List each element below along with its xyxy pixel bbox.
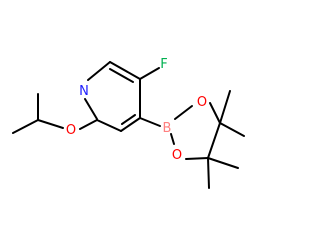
atom-b: B [163, 121, 172, 136]
bond-c3-c4-inner [121, 114, 136, 125]
bond-c5-f [139, 67, 160, 80]
bond-c-me4 [207, 157, 210, 189]
bond-n-c2 [84, 98, 98, 120]
atom-o-boronate-lower: O [172, 148, 182, 163]
bond-c2-o [79, 119, 98, 130]
molecule-structure: F N O B O O [12, 57, 245, 189]
atom-f: F [160, 57, 167, 72]
bond-c-me3 [207, 157, 239, 169]
atom-labels: F N O B O O [66, 57, 207, 163]
bond-c5-c6 [109, 61, 141, 80]
atom-o-ether: O [66, 123, 76, 138]
bond-b-o1 [174, 105, 193, 120]
bonds [12, 61, 245, 189]
bond-c5-c6-inner [109, 68, 134, 83]
bond-c-me2 [219, 122, 245, 137]
bond-c3-c4 [120, 117, 141, 132]
bond-c2-c3 [96, 119, 122, 132]
bond-b-o2 [170, 133, 175, 145]
atom-o-boronate-upper: O [197, 95, 207, 110]
bond-ch-me2 [12, 119, 39, 134]
bond-c-c [207, 122, 221, 159]
bond-o2-c [185, 157, 209, 160]
bond-c4-b [139, 117, 161, 127]
bond-o1-c [209, 102, 221, 124]
bond-c-me1 [219, 90, 231, 124]
bond-o-ch [37, 119, 64, 129]
bond-c6-n [87, 61, 111, 81]
atom-n: N [79, 84, 89, 99]
